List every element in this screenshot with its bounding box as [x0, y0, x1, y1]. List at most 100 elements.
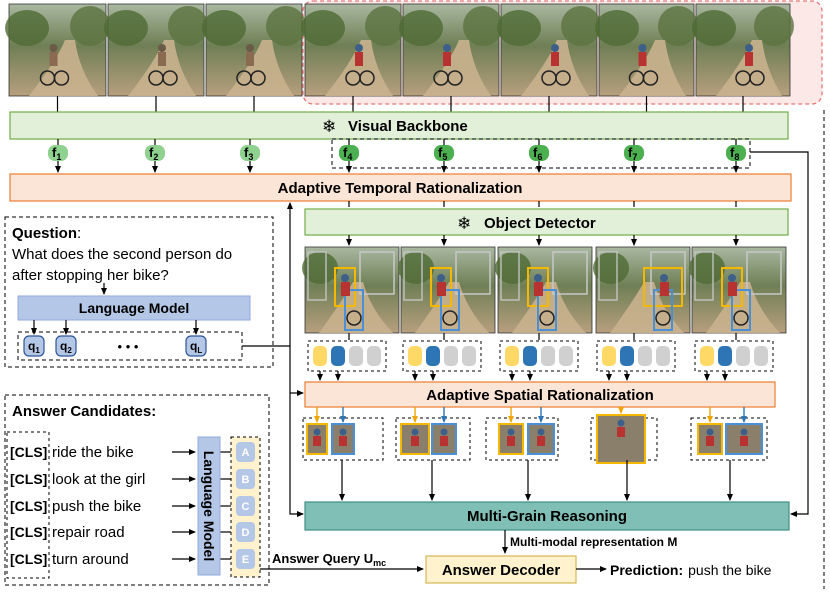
atr-detector-arrows [348, 201, 737, 207]
adaptive-spatial-block: Adaptive Spatial Rationalization [304, 381, 776, 408]
feature-label: f8 [730, 145, 739, 162]
question-token-ellipsis: • • • [118, 339, 139, 354]
object-crop-group [690, 407, 768, 501]
answer-text: turn around [52, 551, 129, 568]
feature-label: f7 [628, 145, 637, 162]
prediction-text: Prediction: push the bike [610, 562, 772, 578]
feature-label: f3 [244, 145, 253, 162]
feature-f5: f5 [434, 139, 454, 173]
object-crop-group [590, 407, 658, 501]
answer-candidate: [CLS] turn around [10, 551, 235, 568]
answer-letter-label: B [242, 474, 250, 486]
cls-token-box [6, 431, 50, 579]
answer-candidates-title: Answer Candidates: [12, 403, 156, 420]
answer-letters: AB C D E [236, 442, 255, 569]
feature-f6: f6 [529, 139, 549, 173]
answer-candidate: [CLS] look at the girl [10, 471, 235, 488]
adaptive-temporal-block: Adaptive Temporal Rationalization [9, 173, 792, 202]
object-token-groups [307, 333, 774, 381]
cls-token: [CLS] [10, 471, 47, 487]
video-frame [497, 3, 601, 112]
multi-grain-label: Multi-Grain Reasoning [467, 508, 627, 525]
object-token-group [307, 333, 387, 381]
object-detector-block: ❄ Object Detector [304, 208, 789, 236]
question-token-qL: qL [185, 320, 207, 357]
object-token-group [499, 333, 579, 381]
feature-label: f1 [52, 145, 61, 162]
answer-candidate: [CLS] repair road [10, 524, 235, 541]
snowflake-icon: ❄ [322, 117, 336, 136]
answer-query-text: Answer Query U [272, 551, 373, 566]
prediction-value: push the bike [688, 562, 771, 578]
answer-text: push the bike [52, 498, 141, 515]
video-frame [595, 3, 698, 112]
question-token-q2: q2 [55, 320, 77, 357]
object-token-group [694, 333, 774, 381]
answer-letter-B: B [236, 469, 255, 489]
answer-letter-C: C [236, 496, 255, 516]
answer-query-label: Answer Query Umc [272, 551, 386, 568]
answer-candidate: [CLS]push the bike [10, 498, 235, 515]
answer-candidates-panel: Answer Candidates: [CLS]ride the bike[CL… [4, 394, 270, 586]
question-token-label: q1 [28, 339, 40, 355]
video-frame [301, 3, 405, 112]
prediction-label: Prediction: [610, 562, 683, 578]
question-line-1: What does the second person do [12, 246, 232, 263]
feature-label: f2 [149, 145, 158, 162]
answer-text: look at the girl [52, 471, 145, 488]
detection-frame [302, 235, 400, 334]
question-token-label: q2 [60, 339, 72, 355]
feature-f2: f2 [145, 139, 165, 173]
object-token-group [402, 333, 482, 381]
cls-token: [CLS] [10, 524, 47, 540]
answer-letter-label: D [242, 527, 250, 539]
feature-row: f1 f2 f3 f4 f5 f6 f7 f8 [48, 139, 746, 173]
answer-letter-A: A [236, 442, 255, 462]
object-token-group [596, 333, 676, 381]
adaptive-spatial-label: Adaptive Spatial Rationalization [426, 387, 654, 404]
object-crop-group [395, 407, 471, 501]
detection-frame [689, 235, 787, 334]
answer-decoder-block: Answer Decoder [425, 555, 577, 584]
detection-frame [495, 235, 593, 334]
feature-f1: f1 [48, 139, 68, 173]
object-crop-group [302, 407, 384, 501]
detection-frame [593, 235, 691, 334]
answer-letter-label: E [242, 554, 249, 566]
multi-grain-block: Multi-Grain Reasoning [304, 501, 790, 531]
detection-frame [398, 235, 496, 334]
snowflake-icon: ❄ [457, 214, 471, 233]
question-panel: Question: What does the second person do… [4, 216, 274, 368]
answer-query-sub: mc [373, 558, 386, 568]
detection-frame-strip [302, 235, 787, 334]
cls-token: [CLS] [10, 551, 47, 567]
feature-label: f5 [438, 145, 447, 162]
object-detector-label: Object Detector [484, 215, 596, 232]
multimodal-label: Multi-modal representation M [510, 535, 677, 549]
answer-letter-D: D [236, 522, 255, 542]
answer-text: ride the bike [52, 444, 134, 461]
feature-f4: f4 [339, 139, 359, 173]
feature-f3: f3 [240, 139, 260, 173]
feature-f7: f7 [624, 139, 644, 173]
video-frame [692, 3, 794, 112]
video-frame [399, 3, 503, 112]
object-crop-group [485, 407, 559, 501]
feature-label: f6 [533, 145, 542, 162]
answer-letter-E: E [236, 549, 255, 569]
language-model-label: Language Model [79, 300, 189, 316]
video-frame [104, 3, 208, 112]
answer-candidate: [CLS]ride the bike [10, 444, 235, 461]
question-token-q1: q1 [23, 320, 45, 357]
answer-letter-label: C [242, 501, 250, 513]
question-colon: : [77, 225, 81, 242]
answer-text: repair road [52, 524, 125, 541]
video-frame-strip [5, 3, 794, 112]
question-label: Question [12, 225, 77, 242]
feature-label: f4 [343, 145, 352, 162]
question-heading: Question: [12, 225, 81, 242]
answer-decoder-label: Answer Decoder [442, 562, 561, 579]
question-token-label: qL [190, 339, 202, 355]
answer-list: [CLS]ride the bike[CLS]look at the girl[… [10, 444, 235, 568]
